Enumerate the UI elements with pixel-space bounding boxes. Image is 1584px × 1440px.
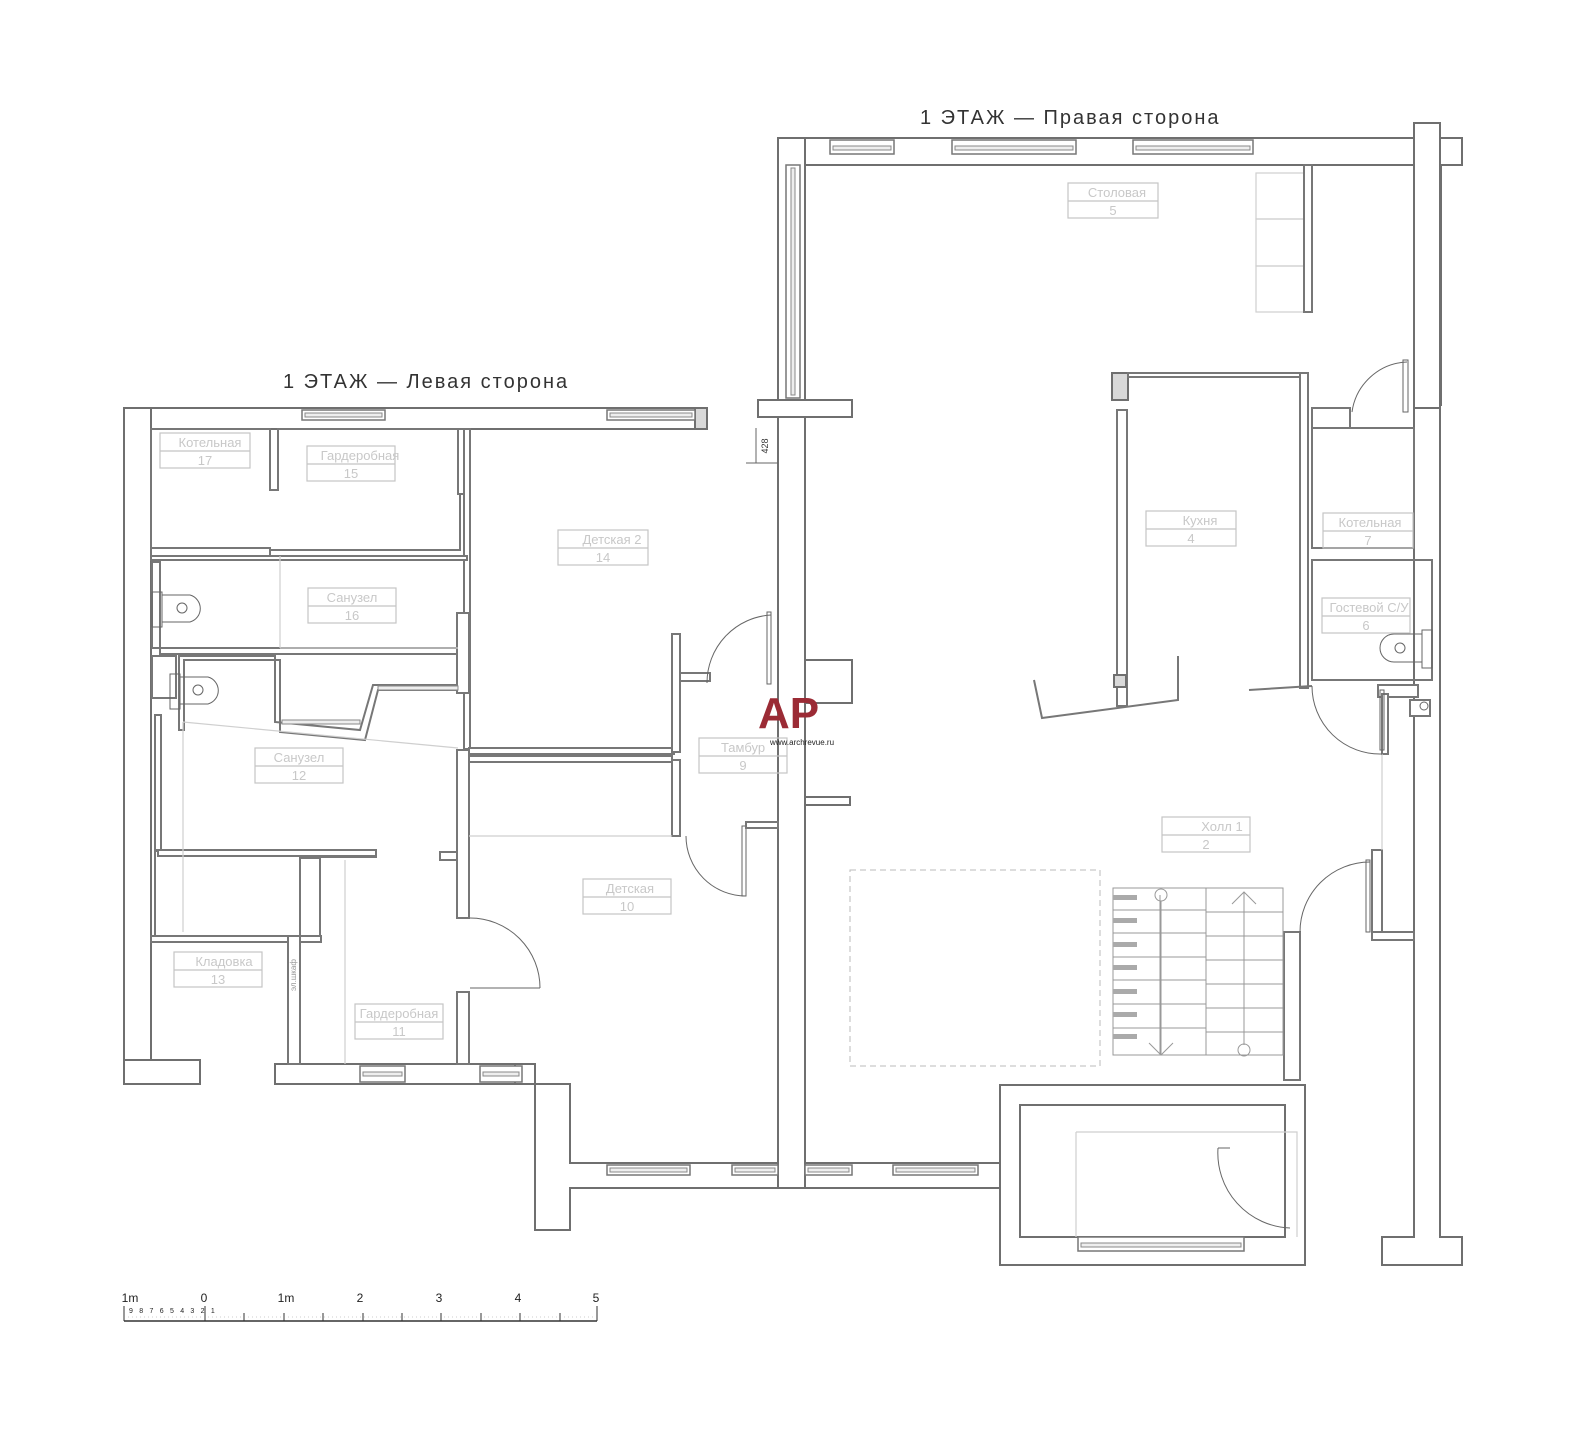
svg-text:13: 13 [211, 972, 225, 987]
svg-text:9: 9 [739, 758, 746, 773]
svg-text:AP: AP [758, 689, 819, 738]
door-swing[interactable] [469, 917, 541, 989]
svg-text:16: 16 [345, 608, 359, 623]
room-label: Котельная 17 [159, 432, 251, 469]
svg-text:Тамбур: Тамбур [721, 740, 765, 755]
svg-text:0: 0 [201, 1291, 208, 1305]
svg-text:Санузел: Санузел [327, 590, 378, 605]
door-swing[interactable] [685, 821, 779, 897]
door-swing[interactable] [1299, 859, 1371, 933]
dimension-label: 428 [760, 438, 770, 453]
svg-text:5: 5 [593, 1291, 600, 1305]
left-interior-walls [150, 428, 711, 1065]
radiator [281, 719, 361, 725]
toilet-icon [151, 591, 201, 628]
svg-text:4: 4 [515, 1291, 522, 1305]
room-label: Гардеробная 11 [354, 1003, 444, 1040]
door-swing[interactable] [1351, 359, 1409, 413]
svg-text:5: 5 [1109, 203, 1116, 218]
svg-text:17: 17 [198, 453, 212, 468]
svg-text:12: 12 [292, 768, 306, 783]
door-swing[interactable] [1311, 685, 1385, 755]
toilet-icon [169, 673, 219, 710]
svg-text:1m: 1m [122, 1291, 139, 1305]
radiator [377, 685, 459, 691]
svg-text:Санузел: Санузел [274, 750, 325, 765]
room-label: Холл 1 2 [1161, 816, 1251, 853]
room-label: Гардеробная 15 [306, 445, 400, 482]
staircase[interactable] [849, 869, 1284, 1067]
svg-text:Столовая: Столовая [1088, 185, 1146, 200]
svg-text:11: 11 [392, 1024, 406, 1039]
dimension-line: 428 [746, 428, 778, 464]
svg-text:Котельная: Котельная [1339, 515, 1402, 530]
door-swing[interactable] [706, 611, 772, 685]
room-label: Кухня 4 [1145, 510, 1237, 547]
room-label: Детская 10 [582, 878, 672, 915]
svg-text:Гардеробная: Гардеробная [321, 448, 400, 463]
title-left-side: 1 ЭТАЖ — Левая сторона [283, 371, 569, 393]
electrical-cabinet-label: эл.шкаф [289, 959, 298, 991]
room-label: Гостевой С/У 6 [1321, 597, 1411, 634]
right-windows [785, 139, 1254, 1252]
svg-text:Холл 1: Холл 1 [1201, 819, 1242, 834]
room-label: Санузел 16 [307, 587, 397, 624]
svg-text:15: 15 [344, 466, 358, 481]
room-label: Тамбур 9 [698, 737, 788, 774]
svg-text:Гостевой С/У: Гостевой С/У [1329, 600, 1409, 615]
svg-text:1m: 1m [278, 1291, 295, 1305]
right-exterior-walls [757, 122, 1463, 1266]
watermark-url: www.archrevue.ru [769, 738, 834, 747]
room-label: Котельная 7 [1322, 512, 1414, 549]
svg-text:9 8 7 6 5 4 3 2 1: 9 8 7 6 5 4 3 2 1 [129, 1308, 217, 1315]
right-interior-walls [1033, 164, 1433, 1237]
svg-text:10: 10 [620, 899, 634, 914]
left-windows [301, 409, 979, 1176]
svg-text:2: 2 [357, 1291, 364, 1305]
svg-text:14: 14 [596, 550, 610, 565]
scale-bar: 1m 0 1m 2 3 4 5 9 8 7 6 5 4 3 2 1 [122, 1291, 600, 1322]
room-label: Столовая 5 [1067, 182, 1159, 219]
svg-text:Кладовка: Кладовка [195, 954, 253, 969]
svg-text:6: 6 [1362, 618, 1369, 633]
svg-text:4: 4 [1187, 531, 1194, 546]
left-exterior-walls [123, 407, 1001, 1231]
svg-text:7: 7 [1364, 533, 1371, 548]
svg-text:2: 2 [1202, 837, 1209, 852]
toilet-icon [1379, 629, 1433, 669]
svg-text:3: 3 [436, 1291, 443, 1305]
svg-text:Гардеробная: Гардеробная [360, 1006, 439, 1021]
door-swing[interactable] [1217, 1147, 1291, 1229]
title-right-side: 1 ЭТАЖ — Правая сторона [920, 107, 1221, 129]
svg-text:Кухня: Кухня [1183, 513, 1218, 528]
room-label: Детская 2 14 [557, 529, 649, 566]
svg-text:Детская 2: Детская 2 [583, 532, 642, 547]
svg-text:Котельная: Котельная [179, 435, 242, 450]
drain-icon [1419, 701, 1429, 711]
watermark-logo: AP www.archrevue.ru [758, 689, 834, 747]
svg-text:Детская: Детская [606, 881, 654, 896]
room-label: Санузел 12 [254, 747, 344, 784]
room-label: Кладовка 13 [173, 951, 263, 988]
